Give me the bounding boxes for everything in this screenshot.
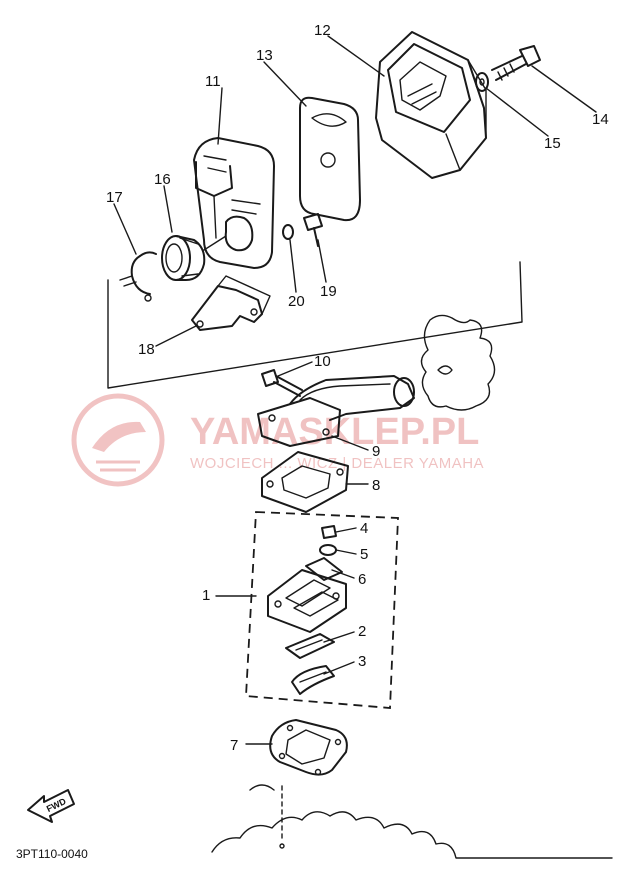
stud-point xyxy=(279,843,285,849)
part-3-reed-stopper xyxy=(291,665,335,695)
leader-9 xyxy=(331,435,369,451)
label-part-8: 8 xyxy=(372,477,380,494)
label-part-16: 16 xyxy=(154,171,171,188)
part-4-screw xyxy=(321,525,337,539)
leader-20 xyxy=(289,239,297,293)
engine-outline-detail xyxy=(437,365,453,375)
label-part-5: 5 xyxy=(360,546,368,563)
leader-15 xyxy=(485,87,549,137)
part-17-clamp xyxy=(119,251,157,302)
label-part-14: 14 xyxy=(592,111,609,128)
label-part-4: 4 xyxy=(360,520,368,537)
label-part-2: 2 xyxy=(358,623,366,640)
label-part-10: 10 xyxy=(314,353,331,370)
leader-13 xyxy=(263,61,307,107)
crankcase-outline xyxy=(211,811,613,859)
leader-10 xyxy=(277,361,313,377)
part-20-washer xyxy=(282,224,294,240)
leader-18 xyxy=(155,325,197,347)
label-part-1: 1 xyxy=(202,587,210,604)
engine-outline-upper xyxy=(420,314,496,411)
part-10-bolt xyxy=(261,369,303,397)
part-labels: 11 13 12 14 15 16 17 18 19 20 10 9 8 4 5… xyxy=(106,22,609,754)
label-part-9: 9 xyxy=(372,443,380,460)
part-14-bolt xyxy=(491,45,541,81)
diagram-code: 3PT110-0040 xyxy=(16,847,88,861)
part-9-intake-manifold xyxy=(257,375,415,447)
leader-14 xyxy=(531,65,597,113)
label-part-12: 12 xyxy=(314,22,331,39)
label-part-3: 3 xyxy=(358,653,366,670)
leader-2 xyxy=(323,631,355,643)
label-part-17: 17 xyxy=(106,189,123,206)
part-19-screw xyxy=(303,213,323,247)
watermark-logo-icon xyxy=(71,393,165,487)
part-11-intake-housing xyxy=(193,137,275,269)
crankcase-outline-detail xyxy=(249,784,275,791)
part-13-filter-element xyxy=(299,96,361,222)
leader-4 xyxy=(335,527,357,533)
leader-3 xyxy=(323,661,355,675)
part-15-washer xyxy=(475,72,489,92)
part-18-bracket xyxy=(191,275,271,331)
leader-12 xyxy=(327,35,385,77)
leader-lines xyxy=(113,35,597,745)
assembly-boundary-line xyxy=(107,261,523,389)
label-part-20: 20 xyxy=(288,293,305,310)
part-2-reed xyxy=(285,633,335,659)
label-part-7: 7 xyxy=(230,737,238,754)
leader-19 xyxy=(317,239,327,283)
label-part-6: 6 xyxy=(358,571,366,588)
label-part-19: 19 xyxy=(320,283,337,300)
fwd-arrow-icon: FWD xyxy=(27,789,75,823)
part-12-filter-case xyxy=(375,31,487,179)
label-part-11: 11 xyxy=(205,73,221,90)
leader-17 xyxy=(113,203,137,255)
part-8-gasket xyxy=(261,451,349,513)
label-part-13: 13 xyxy=(256,47,273,64)
label-part-18: 18 xyxy=(138,341,155,358)
watermark: YAMASKLEP.PL WOJCIECH ... WICZ | DEALER … xyxy=(71,393,484,487)
part-1-reed-valve xyxy=(267,569,347,633)
part-7-gasket xyxy=(269,719,348,776)
leader-11 xyxy=(217,87,223,145)
leader-16 xyxy=(163,185,173,233)
part-16-joint xyxy=(161,235,227,281)
leader-6 xyxy=(331,569,355,579)
leader-5 xyxy=(335,549,357,555)
label-part-15: 15 xyxy=(544,135,561,152)
reed-valve-assembly-box xyxy=(245,511,399,709)
part-5-washer xyxy=(319,544,337,556)
